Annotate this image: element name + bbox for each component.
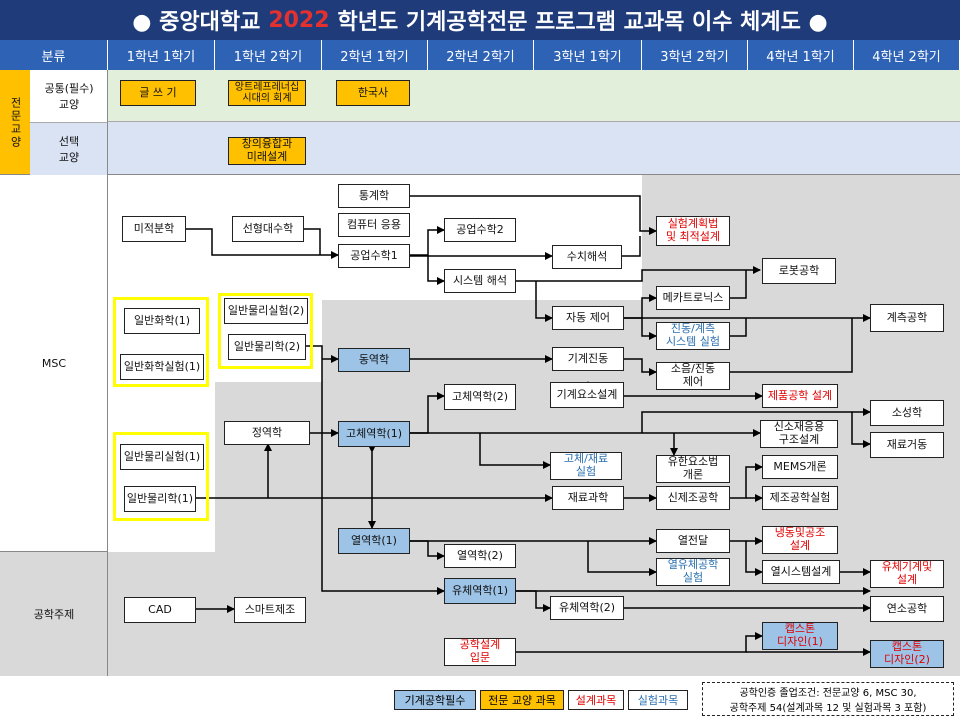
title-year: 2022 (268, 7, 330, 33)
course-leadership[interactable]: 앙트레프레너십 시대의 회계 (228, 80, 306, 106)
row-label-msc: MSC (41, 357, 67, 370)
course-solid-mech2[interactable]: 고체역학(2) (444, 384, 516, 410)
header-sem-2-2: 2학년 2학기 (428, 40, 534, 70)
course-solid-lab[interactable]: 고체/재료 실험 (550, 452, 622, 480)
header-sem-1-1: 1학년 1학기 (108, 40, 215, 70)
course-calculus[interactable]: 미적분학 (122, 216, 186, 242)
course-solid-mech1[interactable]: 고체역학(1) (338, 421, 410, 447)
highlight-chem-group (113, 297, 209, 387)
legend-graduation-note: 공학인증 졸업조건: 전문교양 6, MSC 30, 공학주제 54(설계과목 … (702, 682, 954, 716)
course-statics[interactable]: 정역학 (224, 421, 310, 445)
row-label-elective: 선택 교양 (58, 134, 80, 164)
course-fluid2[interactable]: 유체역학(2) (550, 596, 624, 620)
row-label-common: 공통(필수) 교양 (44, 82, 94, 111)
course-fluid-design[interactable]: 유체기계및 설계 (870, 560, 944, 588)
header-sem-3-2: 3학년 2학기 (642, 40, 748, 70)
band-msc-label (0, 175, 108, 552)
course-robotics[interactable]: 로봇공학 (762, 258, 836, 284)
band-eng-label (0, 552, 108, 676)
course-material-behavior[interactable]: 재료거동 (870, 432, 944, 458)
band-elective (30, 122, 960, 175)
course-mech-vibration[interactable]: 기계진동 (552, 347, 624, 371)
course-gen-chem[interactable]: 일반화학(1) (124, 308, 200, 334)
header-sem-2-1: 2학년 1학기 (322, 40, 428, 70)
course-plasticity[interactable]: 소성학 (870, 400, 944, 426)
course-eng-math1[interactable]: 공업수학1 (338, 244, 410, 268)
row-label-major-liberal: 전문교양 (9, 96, 22, 149)
course-product-design[interactable]: 제품공학 설계 (762, 384, 838, 408)
course-gen-phys-lab1[interactable]: 일반물리실험(1) (120, 444, 204, 470)
title-suffix: 학년도 기계공학전문 프로그램 교과목 이수 체계도 ● (337, 10, 828, 35)
header-sem-4-2: 4학년 2학기 (854, 40, 960, 70)
course-capstone2[interactable]: 캡스톤 디자인(2) (870, 640, 944, 668)
legend-lab: 실험과목 (628, 690, 688, 710)
title-prefix: ● 중앙대학교 (132, 10, 261, 35)
course-manufacturing-lab[interactable]: 제조공학실험 (762, 486, 838, 510)
band-elective-label (30, 122, 108, 175)
course-machine-design[interactable]: 기계요소설계 (550, 382, 624, 408)
legend-design: 설계과목 (568, 690, 624, 710)
course-auto-control[interactable]: 자동 제어 (552, 306, 624, 330)
course-fluid1[interactable]: 유체역학(1) (444, 578, 516, 604)
legend-liberal: 전문 교양 과목 (480, 690, 564, 710)
course-gen-chem-lab[interactable]: 일반화학실험(1) (120, 354, 204, 380)
course-measurement[interactable]: 계측공학 (870, 304, 944, 332)
course-creative[interactable]: 창의융합과 미래설계 (228, 137, 306, 165)
course-heat-transfer[interactable]: 열전달 (656, 529, 730, 553)
course-thermo2[interactable]: 열역학(2) (444, 544, 516, 568)
row-label-engineering: 공학주제 (33, 608, 75, 621)
course-refrigeration[interactable]: 냉동및공조 설계 (762, 526, 838, 554)
header-sem-1-2: 1학년 2학기 (215, 40, 322, 70)
course-gen-phys-lab2[interactable]: 일반물리실험(2) (224, 298, 308, 324)
course-noise-vibration[interactable]: 소음/진동 제어 (656, 362, 730, 390)
course-writing[interactable]: 글 쓰 기 (120, 80, 196, 106)
course-manufacturing[interactable]: 신제조공학 (656, 486, 730, 510)
legend-required: 기계공학필수 (394, 690, 476, 710)
course-fem[interactable]: 유한요소법 개론 (656, 455, 730, 483)
header-category: 분류 (0, 40, 108, 70)
course-structural-design[interactable]: 신소재응용 구조설계 (760, 420, 838, 448)
course-computing[interactable]: 컴퓨터 응용 (338, 213, 410, 237)
course-smart-mfg[interactable]: 스마트제조 (234, 597, 306, 623)
course-gen-phys1[interactable]: 일반물리학(1) (124, 486, 196, 512)
course-exp-design[interactable]: 실험계획법 및 최적설계 (656, 216, 730, 246)
course-gen-phys2[interactable]: 일반물리학(2) (228, 334, 306, 360)
course-statistics[interactable]: 통계학 (338, 184, 410, 208)
highlight-phys2-group (218, 293, 313, 369)
highlight-phys1-group (113, 432, 209, 521)
header-sem-4-1: 4학년 1학기 (748, 40, 854, 70)
course-cad[interactable]: CAD (124, 597, 196, 623)
course-eng-design-intro[interactable]: 공학설계 입문 (444, 638, 516, 666)
course-numerical[interactable]: 수치해석 (552, 245, 622, 269)
course-system-analysis[interactable]: 시스템 해석 (444, 269, 516, 293)
course-mechatronics[interactable]: 메카트로닉스 (656, 286, 730, 310)
band-major-liberal (0, 70, 30, 175)
course-dynamics[interactable]: 동역학 (338, 348, 410, 372)
course-capstone1[interactable]: 캡스톤 디자인(1) (762, 622, 838, 650)
course-materials[interactable]: 재료과학 (552, 486, 624, 510)
page-title: ● 중앙대학교 2022 학년도 기계공학전문 프로그램 교과목 이수 체계도 ● (0, 0, 960, 40)
header-sem-3-1: 3학년 1학기 (534, 40, 642, 70)
course-thermo1[interactable]: 열역학(1) (338, 528, 410, 554)
course-thermofluid-lab[interactable]: 열유체공학 실험 (656, 558, 730, 586)
course-eng-math2[interactable]: 공업수학2 (444, 218, 516, 242)
course-mems[interactable]: MEMS개론 (762, 455, 838, 479)
course-vibration-lab[interactable]: 진동/계측 시스템 실험 (656, 322, 730, 350)
band-eng-grey-mid (322, 300, 960, 382)
course-korean-history[interactable]: 한국사 (336, 80, 410, 106)
course-combustion[interactable]: 연소공학 (870, 596, 944, 622)
course-thermal-system[interactable]: 열시스템설계 (762, 560, 840, 584)
course-linear-algebra[interactable]: 선형대수학 (232, 216, 304, 242)
